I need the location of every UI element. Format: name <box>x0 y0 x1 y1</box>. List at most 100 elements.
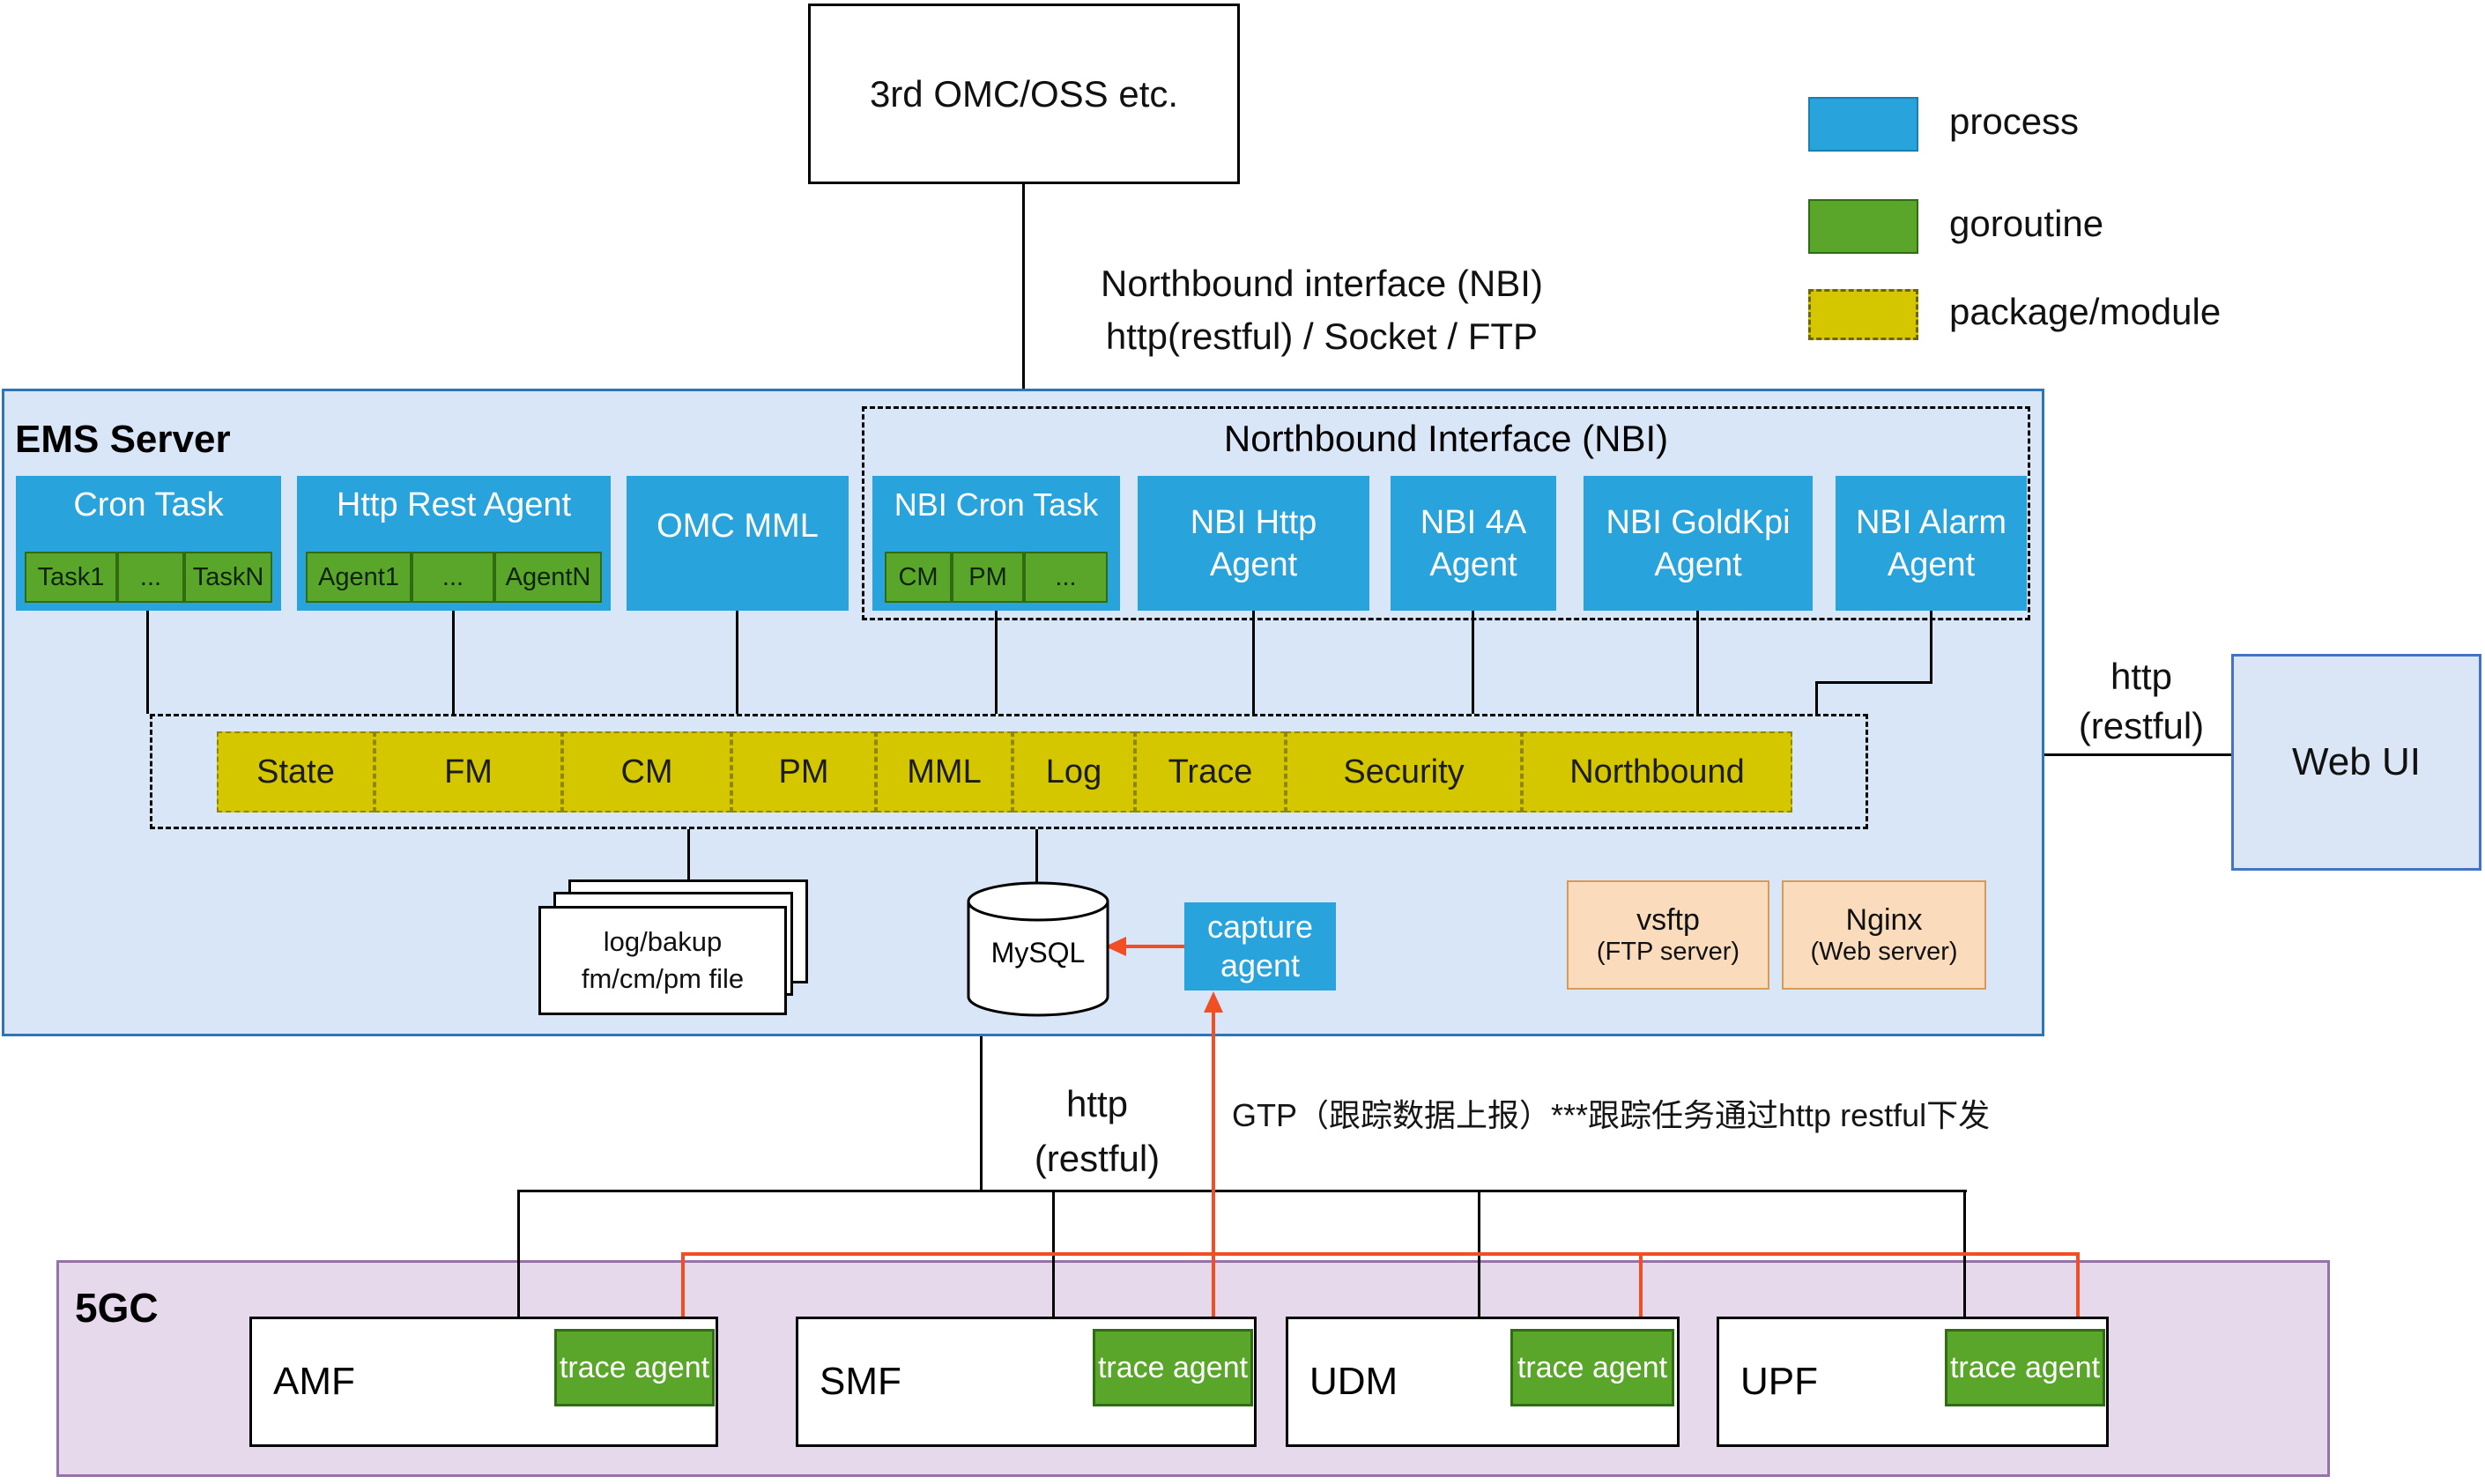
orange-horizontal <box>683 1252 2080 1256</box>
http-rest-agent-goroutines: Agent1 ... AgentN <box>306 552 602 603</box>
nbi-http-agent-box: NBI Http Agent <box>1138 476 1369 611</box>
http-bottom-line1: http <box>1065 1083 1129 1124</box>
module-security: Security <box>1286 731 1522 812</box>
nbi-alarm-agent-box: NBI Alarm Agent <box>1836 476 2027 611</box>
omc-oss-box: 3rd OMC/OSS etc. <box>808 4 1240 184</box>
amf-trace-agent: trace agent <box>554 1329 715 1406</box>
goroutine-taskn: TaskN <box>184 552 272 603</box>
nbi-cron-task-title: NBI Cron Task <box>894 486 1099 523</box>
module-state: State <box>217 731 375 812</box>
connector-nbicron-modules <box>995 611 998 714</box>
goroutine-agent-ellipsis: ... <box>412 552 494 603</box>
udm-trace-agent: trace agent <box>1510 1329 1674 1406</box>
upf-trace-agent: trace agent <box>1945 1329 2105 1406</box>
orange-capture-mysql-line <box>1124 945 1186 948</box>
cron-task-box: Cron Task Task1 ... TaskN <box>16 476 281 611</box>
nbi-link-label: Northbound interface (NBI) http(restful)… <box>1040 257 1604 363</box>
mysql-database: MySQL <box>964 880 1112 1020</box>
database-cylinder-icon <box>967 881 1109 1017</box>
http-rest-agent-box: Http Rest Agent Agent1 ... AgentN <box>297 476 611 611</box>
nbi-link-line1: Northbound interface (NBI) <box>1101 263 1543 304</box>
connector-omcmml-modules <box>736 611 738 714</box>
nbi-cron-task-box: NBI Cron Task CM PM ... <box>872 476 1120 611</box>
goroutine-cm: CM <box>885 552 952 603</box>
http-right-line1: http <box>2110 656 2173 697</box>
gtp-note: GTP（跟踪数据上报）***跟踪任务通过http restful下发 <box>1232 1097 1991 1133</box>
connector-crontask-modules <box>146 611 149 714</box>
connector-ems-fanout <box>980 1036 983 1192</box>
orange-drop-udm-trace <box>1639 1252 1643 1332</box>
nbi-container-title: Northbound Interface (NBI) <box>1223 418 1669 459</box>
orange-drop-amf-trace <box>681 1252 685 1332</box>
http-bottom-line2: (restful) <box>1034 1138 1161 1179</box>
connector-nbialarm-v2 <box>1815 681 1818 716</box>
goroutine-task-ellipsis: ... <box>117 552 184 603</box>
arrowhead-into-mysql <box>1105 937 1126 956</box>
cron-task-title: Cron Task <box>73 486 224 523</box>
legend-package-label: package/module <box>1949 291 2222 332</box>
orange-drop-upf-trace <box>2076 1252 2080 1332</box>
vsftp-box: vsftp (FTP server) <box>1567 880 1769 990</box>
vsftp-sublabel: (FTP server) <box>1596 938 1740 966</box>
connector-nbialarm-h <box>1815 681 1932 684</box>
nginx-label: Nginx <box>1845 903 1923 937</box>
capture-agent-box: capture agent <box>1184 902 1336 991</box>
connector-nbigoldkpi-modules <box>1696 611 1699 714</box>
module-cm: CM <box>562 731 731 812</box>
fanout-horizontal <box>517 1190 1967 1192</box>
http-rest-agent-title: Http Rest Agent <box>336 486 572 523</box>
module-northbound: Northbound <box>1522 731 1792 812</box>
mysql-label: MySQL <box>990 937 1086 968</box>
nginx-box: Nginx (Web server) <box>1782 880 1986 990</box>
vsftp-label: vsftp <box>1636 903 1700 937</box>
file-label-line1: log/bakup <box>603 926 723 957</box>
smf-label: SMF <box>820 1360 901 1403</box>
nginx-sublabel: (Web server) <box>1810 938 1958 966</box>
web-ui-label: Web UI <box>2292 740 2421 783</box>
modules-container <box>150 714 1868 829</box>
module-pm: PM <box>731 731 876 812</box>
arrowhead-into-capture <box>1204 991 1223 1013</box>
http-restful-bottom-label: http (restful) <box>1013 1077 1181 1186</box>
module-fm: FM <box>375 731 562 812</box>
connector-omc-to-ems <box>1022 184 1025 389</box>
http-restful-right-label: http (restful) <box>2058 652 2225 751</box>
upf-label: UPF <box>1740 1360 1818 1403</box>
file-sheet-front: log/bakup fm/cm/pm file <box>538 906 787 1015</box>
file-stack-icon: log/bakup fm/cm/pm file <box>538 879 816 1020</box>
omc-oss-label: 3rd OMC/OSS etc. <box>869 72 1179 115</box>
smf-trace-agent: trace agent <box>1093 1329 1253 1406</box>
http-right-line2: (restful) <box>2078 705 2205 746</box>
nbi-link-line2: http(restful) / Socket / FTP <box>1105 315 1539 357</box>
goroutine-agent1: Agent1 <box>306 552 412 603</box>
nbi-container: Northbound Interface (NBI) <box>862 406 2030 620</box>
connector-nbialarm-v1 <box>1930 611 1932 684</box>
ems-server-title: EMS Server <box>15 418 231 461</box>
module-mml: MML <box>876 731 1013 812</box>
connector-ems-webui <box>2044 753 2231 756</box>
connector-nbihttp-modules <box>1252 611 1255 714</box>
amf-label: AMF <box>273 1360 355 1403</box>
connector-modules-files <box>687 829 690 900</box>
nbi-4a-agent-box: NBI 4A Agent <box>1391 476 1556 611</box>
nbi-cron-task-goroutines: CM PM ... <box>885 552 1108 603</box>
goroutine-agentn: AgentN <box>494 552 602 603</box>
connector-httprest-modules <box>452 611 455 714</box>
drop-amf <box>517 1190 520 1318</box>
file-label-line2: fm/cm/pm file <box>581 963 745 994</box>
legend: process goroutine package/module <box>1798 88 2467 352</box>
goroutine-task1: Task1 <box>25 552 117 603</box>
nbi-goldkpi-agent-box: NBI GoldKpi Agent <box>1584 476 1813 611</box>
goroutine-pm: PM <box>952 552 1024 603</box>
omc-mml-box: OMC MML <box>627 476 849 611</box>
legend-goroutine-swatch <box>1808 199 1918 254</box>
omc-mml-title: OMC MML <box>656 508 819 545</box>
core-5gc-title: 5GC <box>75 1285 159 1331</box>
connector-nbi4a-modules <box>1472 611 1474 714</box>
legend-process-swatch <box>1808 97 1918 152</box>
legend-goroutine-label: goroutine <box>1949 203 2104 244</box>
legend-process-label: process <box>1949 100 2080 142</box>
module-log: Log <box>1013 731 1135 812</box>
legend-package-swatch <box>1808 289 1918 340</box>
